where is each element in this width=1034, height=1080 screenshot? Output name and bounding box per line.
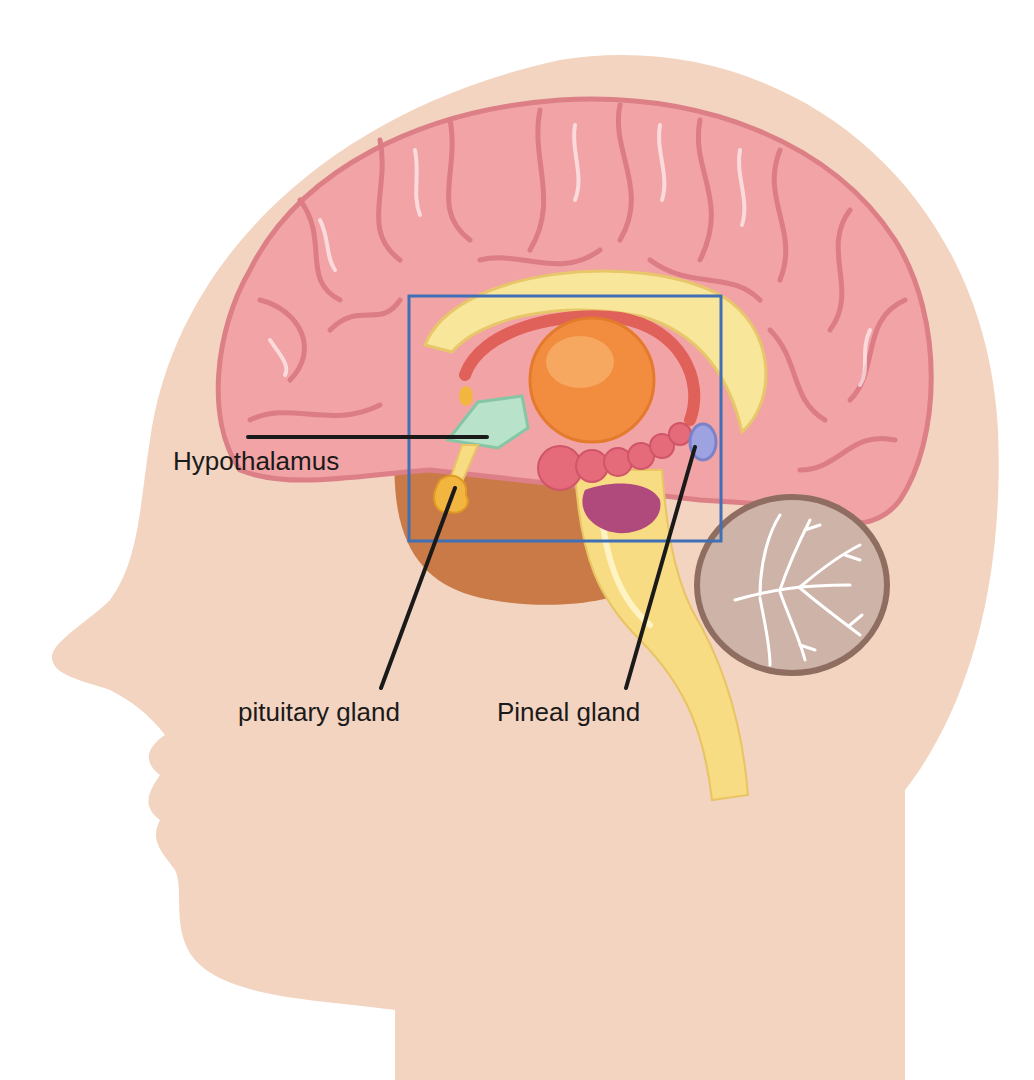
thalamus-shape <box>530 318 654 442</box>
leader-line <box>381 488 455 688</box>
hippocampus <box>538 423 691 490</box>
gyrus-line <box>774 150 786 280</box>
thalamus-highlight <box>546 336 614 388</box>
cerebellum-shape <box>697 497 887 673</box>
gyrus-line <box>850 300 905 400</box>
hippocampus-lobe <box>576 450 608 482</box>
gyrus-line <box>330 300 400 330</box>
gyrus-line <box>250 405 380 420</box>
head-shape <box>52 55 999 1080</box>
highlight-line <box>739 150 744 225</box>
mammillary-body <box>459 386 473 406</box>
arbor-branch <box>800 525 862 650</box>
arbor-branch <box>735 585 850 600</box>
leader-line <box>248 435 487 439</box>
focus-box <box>409 296 721 541</box>
amygdala-shape <box>582 483 660 533</box>
gyrus-line <box>300 200 340 300</box>
part-label: Hypothalamus <box>173 446 339 476</box>
gyrus-line <box>530 110 544 250</box>
gyrus-line <box>800 438 895 470</box>
arbor-branch <box>800 588 860 635</box>
gyrus-line <box>260 300 304 380</box>
head-silhouette <box>52 55 999 1080</box>
arbor-vitae <box>735 515 862 665</box>
part-label: pituitary gland <box>238 697 400 727</box>
hypothalamus <box>448 386 528 482</box>
highlight-line <box>270 340 286 375</box>
gyrus-line <box>698 120 711 260</box>
arbor-branch <box>760 598 770 665</box>
part-label: Pineal gland <box>497 697 640 727</box>
highlight-line <box>320 220 335 270</box>
highlight-line <box>860 330 870 385</box>
arbor-branch <box>760 515 780 595</box>
arbor-branch <box>780 592 805 660</box>
cerebellum <box>697 497 887 673</box>
gyrus-line <box>448 120 470 240</box>
gyrus-line <box>618 105 631 240</box>
highlight-line <box>574 125 579 200</box>
highlight-line <box>415 150 420 215</box>
gyrus-line <box>378 140 400 260</box>
hippocampus-lobe <box>669 423 691 445</box>
gyri <box>250 105 905 470</box>
arbor-branch <box>800 545 860 587</box>
gyrus-line <box>830 210 850 330</box>
hypothalamus-shape <box>448 396 528 448</box>
highlight-line <box>659 125 664 200</box>
gyrus-line <box>770 330 825 420</box>
leader-line <box>626 447 695 688</box>
gyrus-line <box>480 250 600 264</box>
amygdala <box>582 483 660 533</box>
thalamus <box>530 318 654 442</box>
